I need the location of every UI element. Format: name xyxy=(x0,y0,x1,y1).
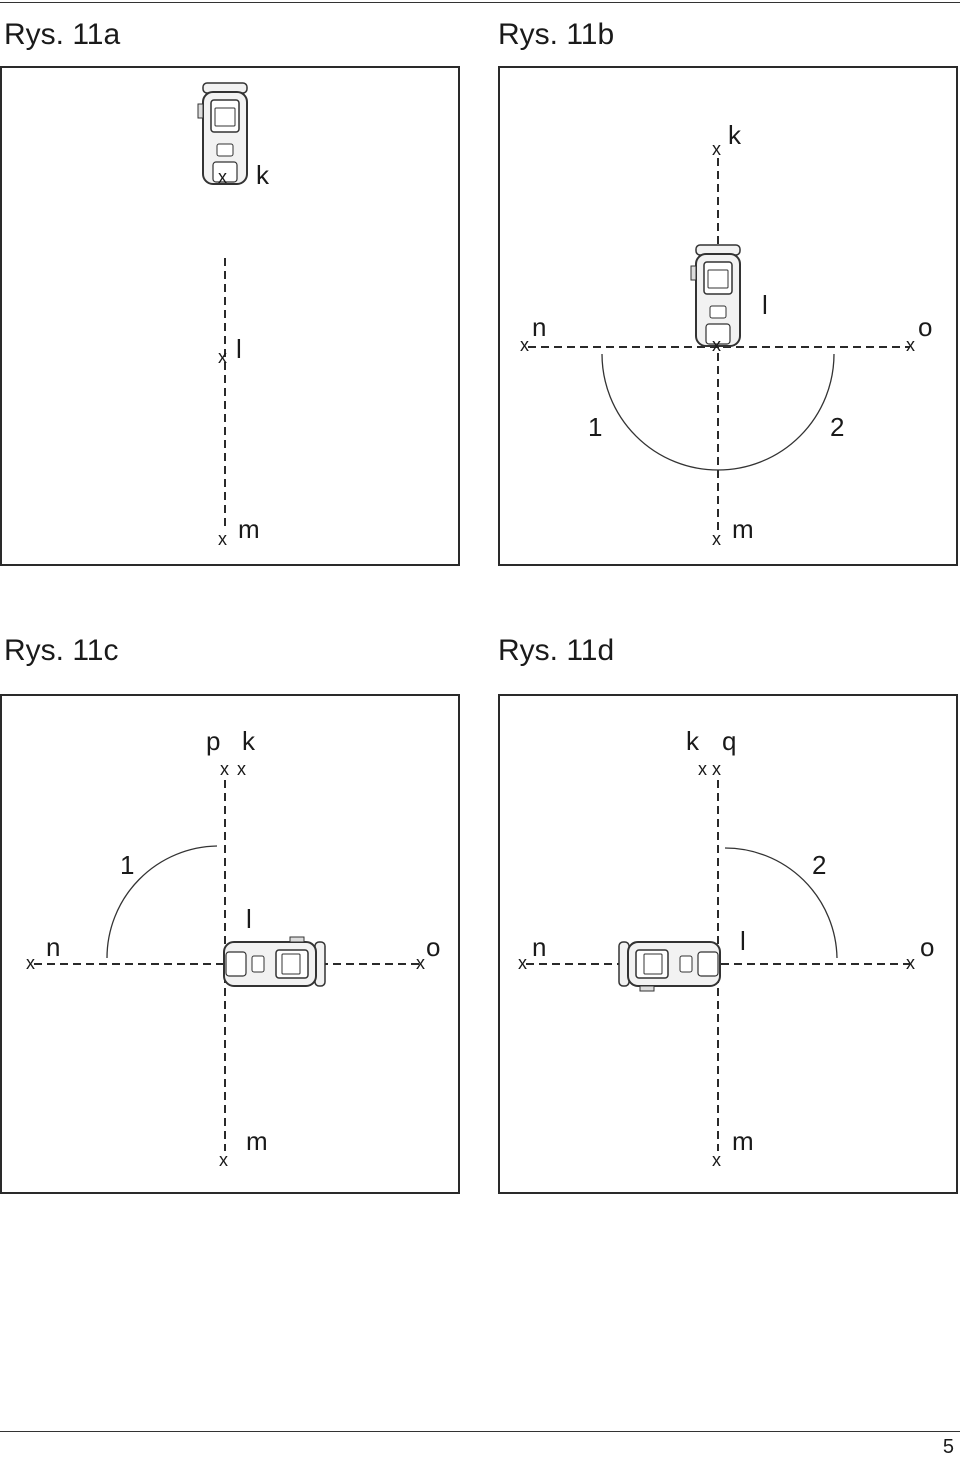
arc-label-1: 1 xyxy=(588,412,603,442)
marker-m: x xyxy=(218,529,227,549)
label-n: n xyxy=(46,932,61,962)
laser-device xyxy=(618,941,721,992)
marker-m: x xyxy=(712,1150,721,1170)
figure-title-11d: Rys. 11d xyxy=(498,634,615,667)
marker-q: x xyxy=(712,759,721,779)
diagram-11b xyxy=(528,158,910,530)
label-m: m xyxy=(238,514,260,544)
label-m: m xyxy=(246,1126,268,1156)
arc-label-2: 2 xyxy=(830,412,845,442)
marker-p: x xyxy=(220,759,229,779)
marker-m: x xyxy=(712,529,721,549)
label-k: k xyxy=(686,726,699,756)
marker-l: x xyxy=(218,347,227,367)
label-k: k xyxy=(242,726,255,756)
marker-k: x xyxy=(218,167,227,187)
diagram-11d xyxy=(526,780,910,1151)
panel-11c: p k x x 1 l x n x o x m xyxy=(0,694,460,1194)
page-number: 5 xyxy=(942,1436,954,1458)
rotation-arc xyxy=(106,845,218,959)
diagram-11a xyxy=(197,82,248,530)
label-m: m xyxy=(732,1126,754,1156)
laser-device xyxy=(690,244,741,347)
marker-k: x xyxy=(237,759,246,779)
panel-11a: x k x l x m xyxy=(0,66,460,566)
diagram-11c xyxy=(34,780,422,1151)
marker-l: x xyxy=(712,335,721,355)
marker-o: x xyxy=(416,953,425,973)
label-p: p xyxy=(206,726,221,756)
label-q: q xyxy=(722,726,737,756)
label-k: k xyxy=(728,120,741,150)
top-rule xyxy=(0,2,960,3)
figure-title-11c: Rys. 11c xyxy=(4,634,119,667)
label-l: l xyxy=(236,334,242,364)
laser-device xyxy=(223,936,326,987)
laser-device xyxy=(197,82,248,185)
rotation-arc xyxy=(724,847,838,959)
label-l: l xyxy=(246,904,252,934)
label-k: k xyxy=(256,160,269,190)
marker-n: x xyxy=(518,953,527,973)
marker-o: x xyxy=(906,335,915,355)
label-m: m xyxy=(732,514,754,544)
arc-label-2: 2 xyxy=(812,850,827,880)
marker-k: x xyxy=(698,759,707,779)
rotation-arc xyxy=(601,353,835,471)
marker-n: x xyxy=(520,335,529,355)
figure-title-11b: Rys. 11b xyxy=(498,18,615,51)
marker-n: x xyxy=(26,953,35,973)
label-n: n xyxy=(532,932,547,962)
arc-label-1: 1 xyxy=(120,850,135,880)
label-o: o xyxy=(426,932,441,962)
marker-o: x xyxy=(906,953,915,973)
label-o: o xyxy=(918,312,933,342)
label-n: n xyxy=(532,312,547,342)
marker-m: x xyxy=(219,1150,228,1170)
panel-11d: k q x x 2 l x n x o x m xyxy=(498,694,958,1194)
marker-k: x xyxy=(712,139,721,159)
label-l: l xyxy=(740,926,746,956)
bottom-rule xyxy=(0,1431,960,1432)
label-l: l xyxy=(762,290,768,320)
panel-11b: x k x n x l x o 1 2 x m xyxy=(498,66,958,566)
figure-title-11a: Rys. 11a xyxy=(4,18,121,51)
label-o: o xyxy=(920,932,935,962)
